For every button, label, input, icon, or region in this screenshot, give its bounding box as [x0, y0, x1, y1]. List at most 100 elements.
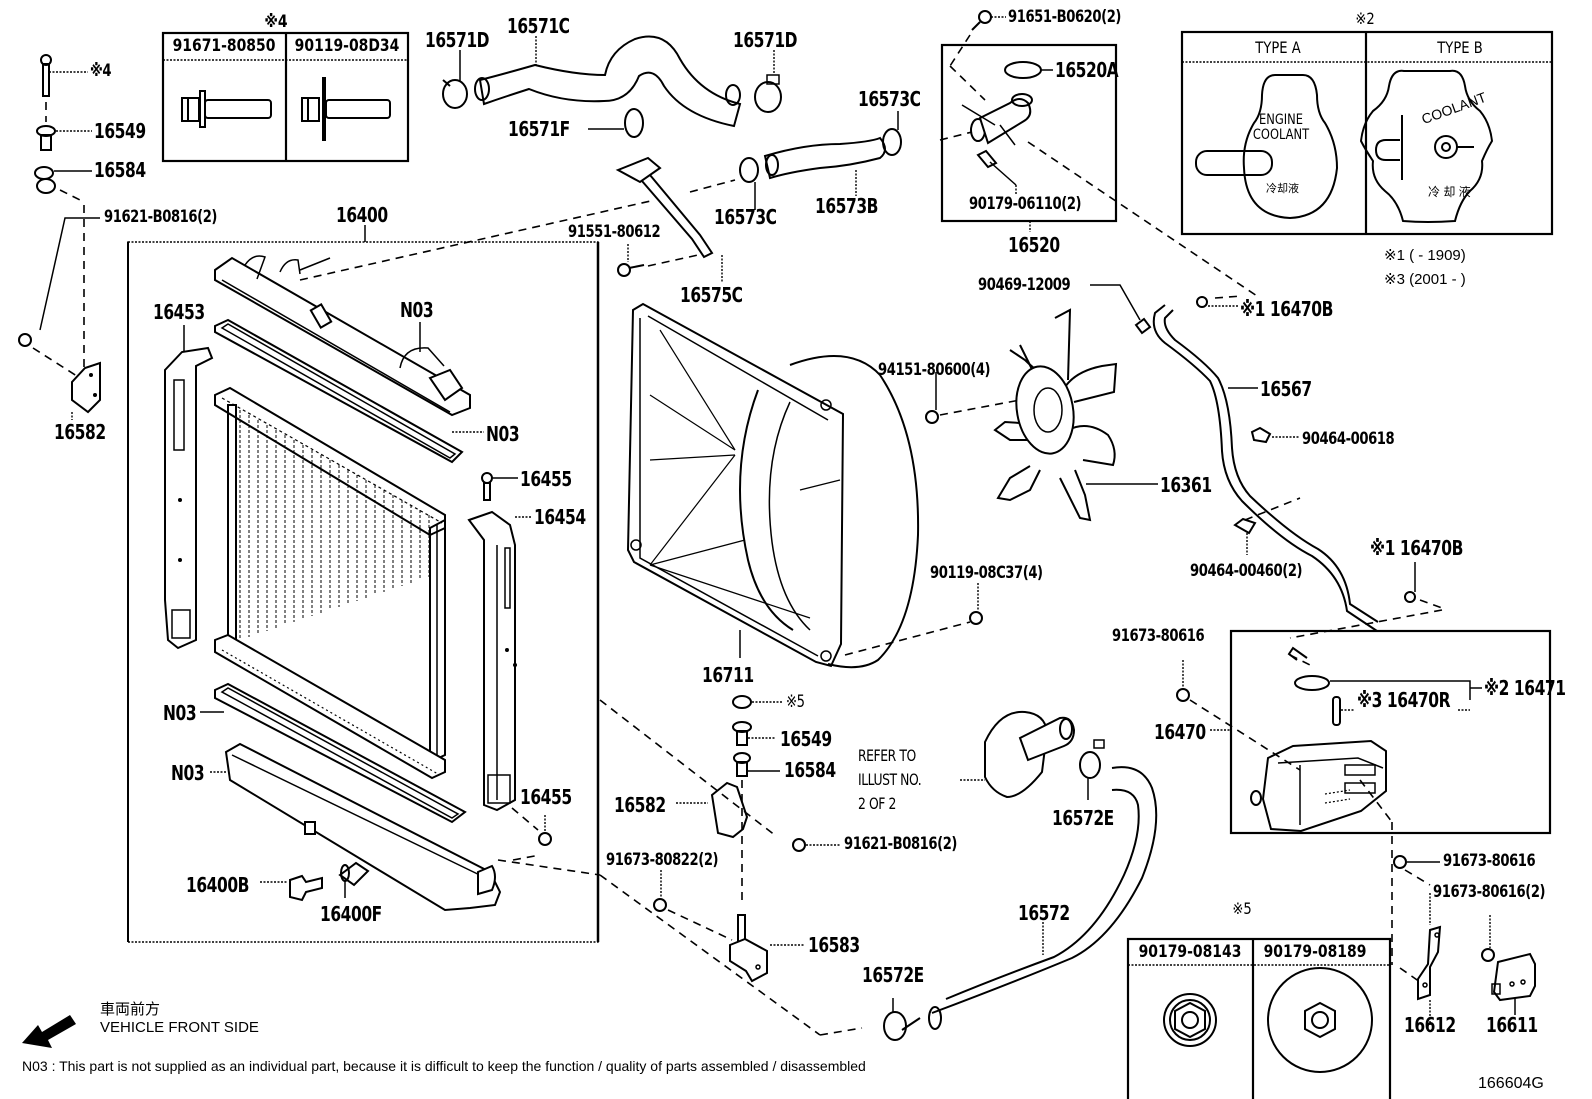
radiator-assembly-16400: [127, 225, 600, 943]
callout-16584-left[interactable]: 16584: [94, 158, 146, 182]
bolt-90119-08c37-icon: [969, 583, 983, 625]
callout-16520a[interactable]: 16520A: [1055, 58, 1119, 82]
upper-gasket-icon: [214, 318, 464, 464]
overflow-hose-16567-icon: [1090, 284, 1443, 639]
callout-16583[interactable]: 16583: [808, 933, 860, 957]
callout-16455-bottom[interactable]: 16455: [520, 785, 572, 809]
callout-n03-lower-tank[interactable]: N03: [171, 761, 205, 785]
vehicle-front-arrow-icon: [22, 1015, 76, 1048]
hose-16571c-group: [442, 35, 782, 138]
bolt-91673-80616-b-icon: [1393, 855, 1407, 869]
side-support-16454-icon: [467, 510, 532, 812]
callout-16567[interactable]: 16567: [1260, 377, 1312, 401]
lower-gasket-icon: [214, 682, 467, 824]
cushion-16549-center-icon: [732, 721, 752, 746]
clamp-16572e-top-icon: [1079, 739, 1105, 779]
table-x4: [161, 31, 410, 163]
n03-footnote: N03 : This part is not supplied as an in…: [22, 1058, 866, 1074]
callout-16575c[interactable]: 16575C: [680, 283, 743, 307]
callout-n03-lower-gasket[interactable]: N03: [163, 701, 197, 725]
callout-16455-top[interactable]: 16455: [520, 467, 572, 491]
cap-a-text-jp: 冷却液: [1266, 183, 1299, 195]
callout-16573c-right[interactable]: 16573C: [858, 87, 921, 111]
callout-n03-upper-gasket[interactable]: N03: [486, 422, 520, 446]
callout-91673-80822[interactable]: 91673-80822(2): [606, 850, 719, 870]
callout-91651-b0620[interactable]: 91651-B0620(2): [1008, 7, 1122, 27]
callout-16470b-top[interactable]: ※1 16470B: [1240, 297, 1333, 321]
bolt-91651-b0620-icon: [971, 10, 992, 31]
callout-16572e-bottom[interactable]: 16572E: [862, 963, 924, 987]
callout-16584-center[interactable]: 16584: [784, 758, 836, 782]
bolt-91673-80616-c-icon: [1481, 948, 1495, 962]
bolt-91673-80616-a-icon: [1176, 688, 1190, 702]
callout-16572e-top[interactable]: 16572E: [1052, 806, 1114, 830]
bolt-91621-icon: [18, 217, 100, 379]
drain-plug-16400b-icon: [260, 874, 323, 902]
callout-16453[interactable]: 16453: [153, 300, 205, 324]
callout-16400b[interactable]: 16400B: [186, 873, 250, 897]
callout-90119-08c37[interactable]: 90119-08C37(4): [930, 563, 1043, 583]
table-x4-col-2: 90119-08D34: [294, 36, 400, 56]
table-x4-col-1: 91671-80850: [172, 36, 276, 56]
radiator-core-icon: [214, 386, 446, 780]
legend-note-3: ※3 (2001 - ): [1384, 271, 1466, 288]
callout-16470r[interactable]: ※3 16470R: [1357, 688, 1451, 712]
callout-94151-80600[interactable]: 94151-80600(4): [878, 360, 991, 380]
callout-91673-80616-c[interactable]: 91673-80616(2): [1433, 882, 1546, 902]
callout-91551-80612[interactable]: 91551-80612: [568, 222, 661, 242]
nut-x5-icon: [732, 695, 752, 709]
callout-16711[interactable]: 16711: [702, 663, 754, 687]
radiator-cap-type-a-icon: [1195, 74, 1339, 220]
callout-16470[interactable]: 16470: [1154, 720, 1206, 744]
callout-90464-00460[interactable]: 90464-00460(2): [1190, 561, 1303, 581]
callout-16470b-bottom[interactable]: ※1 16470B: [1370, 536, 1463, 560]
callout-91673-80616-a[interactable]: 91673-80616: [1112, 626, 1205, 646]
callout-90469-12009[interactable]: 90469-12009: [978, 275, 1071, 295]
cap-a-text-1: ENGINE: [1259, 112, 1303, 128]
cap-b-text-jp: 冷 却 液: [1428, 185, 1471, 199]
callout-16582-center[interactable]: 16582: [614, 793, 666, 817]
nut-90179-08143-icon: [1163, 993, 1217, 1047]
callout-16571f[interactable]: 16571F: [508, 117, 570, 141]
clamp-16470b-bottom-icon: [1404, 591, 1416, 603]
clamp-16572e-bottom-icon: [883, 1011, 921, 1041]
callout-91673-80616-b[interactable]: 91673-80616: [1443, 851, 1536, 871]
refer-note-line-2: ILLUST NO.: [858, 770, 922, 789]
callout-16549-center[interactable]: 16549: [780, 727, 832, 751]
callout-91621-b0816-left[interactable]: 91621-B0816(2): [104, 207, 218, 227]
center-mount-group: [497, 695, 863, 1036]
callout-90179-06110[interactable]: 90179-06110(2): [969, 194, 1082, 214]
callout-16400[interactable]: 16400: [336, 203, 388, 227]
diagram-id: 166604G: [1478, 1075, 1544, 1092]
bracket-16612-icon: [1417, 925, 1442, 1001]
bolt-90119-08d34-icon: [301, 77, 391, 141]
clamp-16573c-left-icon: [739, 157, 759, 183]
callout-16571d-right[interactable]: 16571D: [733, 28, 798, 52]
callout-16361[interactable]: 16361: [1160, 473, 1212, 497]
callout-16612[interactable]: 16612: [1404, 1013, 1456, 1037]
callout-16573c-left[interactable]: 16573C: [714, 205, 777, 229]
callout-n03-upper-tank[interactable]: N03: [400, 298, 434, 322]
o-ring-16400f-icon: [340, 864, 350, 898]
callout-x5-nut[interactable]: ※5: [786, 692, 805, 712]
callout-90464-00618[interactable]: 90464-00618: [1302, 429, 1395, 449]
callout-x4-bolt[interactable]: ※4: [90, 61, 112, 81]
bracket-16611-icon: [1491, 952, 1536, 1015]
callout-16582-left[interactable]: 16582: [54, 420, 106, 444]
callout-16572[interactable]: 16572: [1018, 901, 1070, 925]
callout-16571d-left[interactable]: 16571D: [425, 28, 490, 52]
callout-16611[interactable]: 16611: [1486, 1013, 1538, 1037]
callout-16549-left[interactable]: 16549: [94, 119, 146, 143]
callout-16573b[interactable]: 16573B: [815, 194, 879, 218]
callout-16471[interactable]: ※2 16471: [1484, 676, 1566, 700]
callout-16400f[interactable]: 16400F: [320, 902, 382, 926]
callout-91621-b0816-center[interactable]: 91621-B0816(2): [844, 834, 958, 854]
callout-16454[interactable]: 16454: [534, 505, 586, 529]
callout-16571c[interactable]: 16571C: [507, 14, 570, 38]
filler-neck-icon: [961, 93, 1033, 146]
shroud-bracket-16575c-icon: [299, 156, 723, 283]
clip-16571f-icon: [624, 108, 644, 138]
callout-16520[interactable]: 16520: [1008, 233, 1060, 257]
cushion-16584-center-icon: [733, 752, 751, 777]
clip-90464-00460-icon: [1233, 517, 1257, 535]
